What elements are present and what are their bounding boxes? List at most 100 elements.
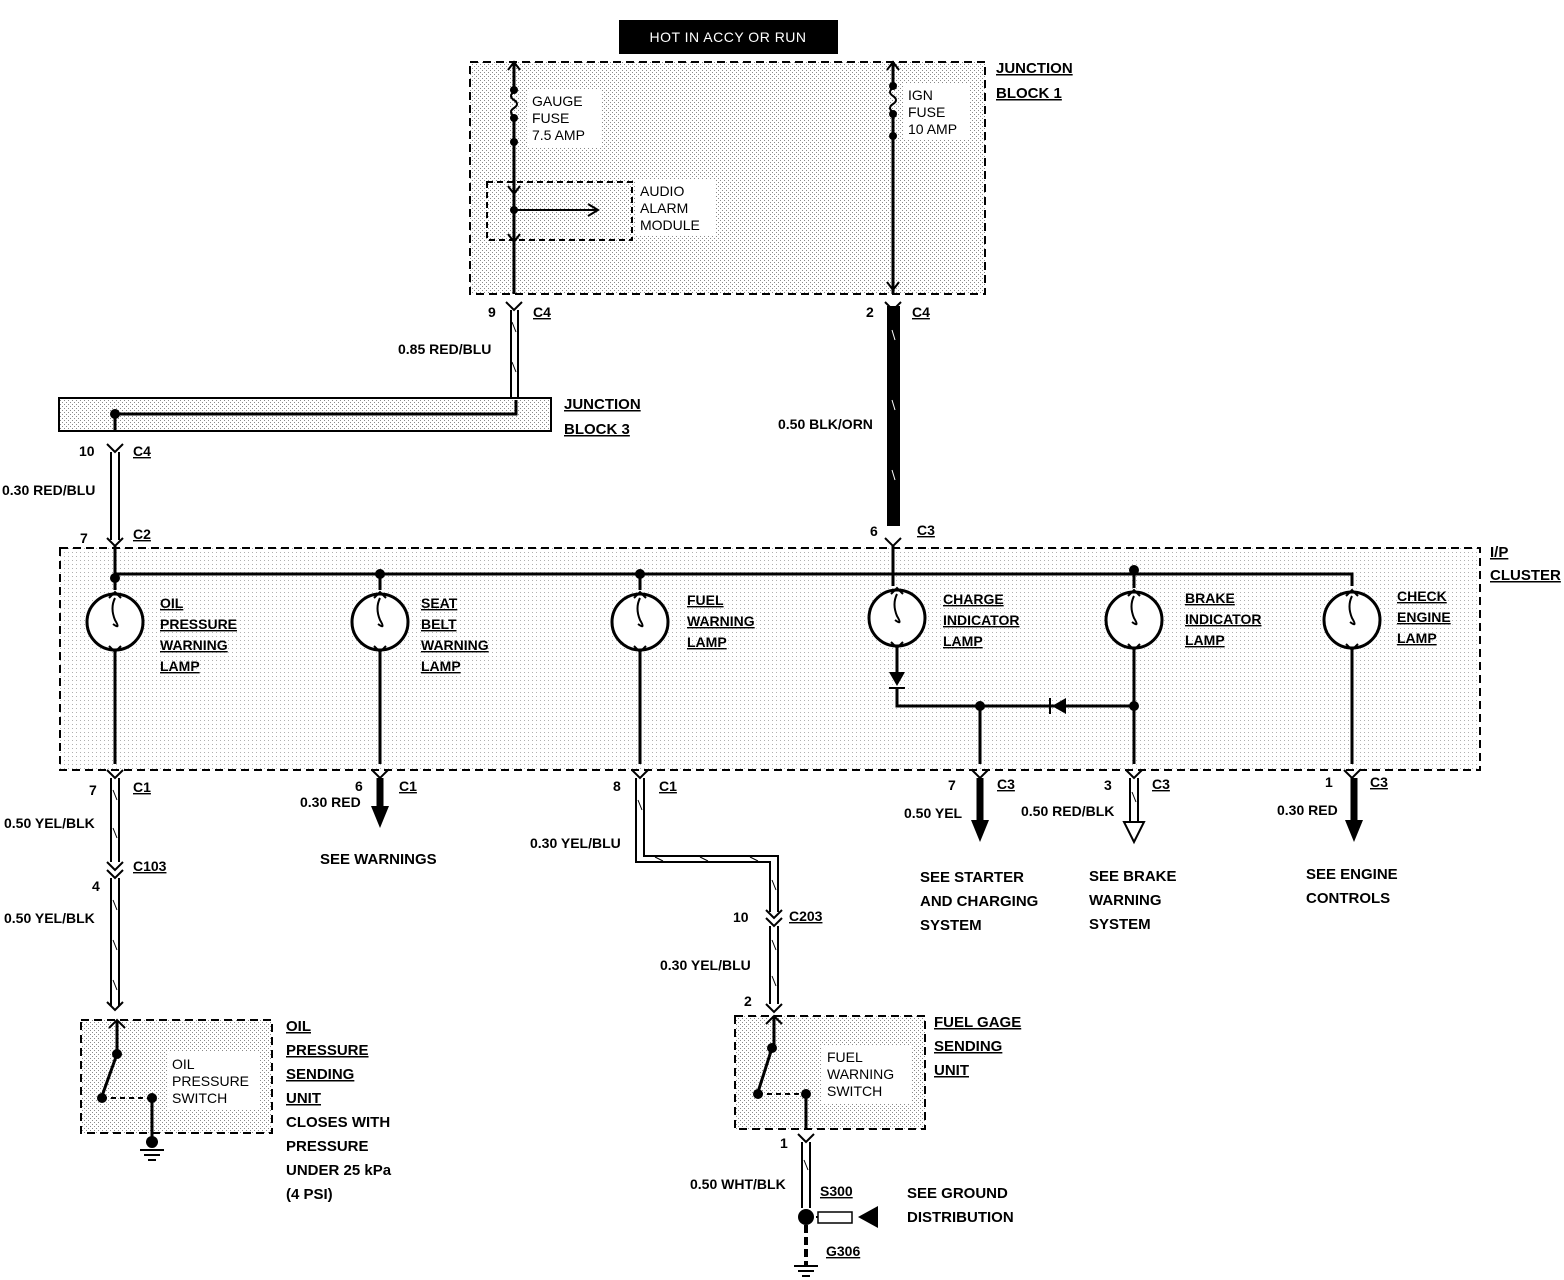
svg-text:2: 2 [866, 304, 874, 320]
svg-text:0.30 YEL/BLU: 0.30 YEL/BLU [660, 957, 751, 973]
svg-text:G306: G306 [826, 1243, 860, 1259]
audio-alarm-module-box [486, 181, 633, 241]
svg-text:0.85 RED/BLU: 0.85 RED/BLU [398, 341, 491, 357]
bulb-filament-icon [376, 597, 384, 628]
svg-text:0.50 YEL/BLK: 0.50 YEL/BLK [4, 910, 95, 926]
svg-text:8: 8 [613, 778, 621, 794]
svg-text:4: 4 [92, 878, 100, 894]
svg-text:6: 6 [870, 523, 878, 539]
arrow-down-icon [371, 806, 389, 828]
svg-text:0.50 BLK/ORN: 0.50 BLK/ORN [778, 416, 873, 432]
c3-feed-connector: 6 C3 [870, 522, 935, 548]
svg-text:0.30 RED: 0.30 RED [300, 794, 361, 810]
fuel-circuit: 0.30 YEL/BLU 10 C203 0.30 YEL/BLU 2 [530, 778, 823, 1014]
svg-text:C3: C3 [1152, 776, 1170, 792]
seat-belt-output: 0.30 RED SEE WARNINGS [300, 778, 437, 868]
diode-icon [1052, 698, 1066, 714]
bulb-filament-icon [893, 593, 901, 624]
svg-text:C203: C203 [789, 908, 823, 924]
svg-text:0.50 RED/BLK: 0.50 RED/BLK [1021, 803, 1114, 819]
svg-text:3: 3 [1104, 777, 1112, 793]
ground-icon [140, 1149, 164, 1161]
svg-text:S300: S300 [820, 1183, 853, 1199]
svg-text:0.30 YEL/BLU: 0.30 YEL/BLU [530, 835, 621, 851]
oil-pressure-circuit: 0.50 YEL/BLK 4 C103 0.50 YEL/BLK [4, 778, 167, 1012]
ground-icon [794, 1265, 818, 1277]
svg-text:0.50 YEL: 0.50 YEL [904, 805, 963, 821]
svg-text:1: 1 [780, 1135, 788, 1151]
svg-text:0.30 RED: 0.30 RED [1277, 802, 1338, 818]
jb1-connectors: 9 C4 2 C4 [488, 301, 930, 320]
svg-text:C4: C4 [912, 304, 930, 320]
svg-text:C103: C103 [133, 858, 167, 874]
svg-text:0.30 RED/BLU: 0.30 RED/BLU [2, 482, 95, 498]
svg-text:C3: C3 [1370, 774, 1388, 790]
svg-text:C3: C3 [997, 776, 1015, 792]
splice-icon [798, 1209, 814, 1225]
arrow-left-icon [858, 1206, 878, 1228]
arrow-down-icon [1345, 820, 1363, 842]
cluster-output-connectors: 7 C1 6 C1 8 C1 7 C3 3 C3 1 C3 [89, 769, 1388, 798]
svg-text:6: 6 [355, 778, 363, 794]
bulb-filament-icon [636, 597, 644, 628]
svg-text:C2: C2 [133, 526, 151, 542]
svg-text:10: 10 [733, 909, 749, 925]
svg-text:C1: C1 [659, 778, 677, 794]
bulb-filament-icon [111, 597, 119, 628]
fuel-switch-icon [756, 1047, 774, 1093]
svg-text:2: 2 [744, 993, 752, 1009]
svg-text:C4: C4 [533, 304, 551, 320]
svg-text:1: 1 [1325, 774, 1333, 790]
bulb-filament-icon [1130, 595, 1138, 626]
arrow-down-icon [1122, 821, 1146, 845]
see-warnings: SEE WARNINGS [320, 851, 437, 868]
svg-text:C3: C3 [917, 522, 935, 538]
svg-text:10: 10 [79, 443, 95, 459]
svg-text:C1: C1 [399, 778, 417, 794]
svg-text:C4: C4 [133, 443, 151, 459]
gauge-fuse-icon [510, 91, 518, 117]
ign-fuse-icon [889, 87, 897, 113]
wire-030-red-blu: 0.30 RED/BLU 7 C2 [2, 452, 151, 548]
svg-text:0.50 YEL/BLK: 0.50 YEL/BLK [4, 815, 95, 831]
wire-085-red-blu: 0.85 RED/BLU [398, 310, 519, 402]
svg-text:0.50 WHT/BLK: 0.50 WHT/BLK [690, 1176, 786, 1192]
svg-text:C1: C1 [133, 779, 151, 795]
diode-icon [889, 672, 905, 686]
svg-text:7: 7 [948, 777, 956, 793]
svg-text:9: 9 [488, 304, 496, 320]
svg-text:7: 7 [80, 530, 88, 546]
power-header: HOT IN ACCY OR RUN [619, 20, 838, 54]
power-label: HOT IN ACCY OR RUN [649, 29, 806, 45]
wire-050-blk-orn: 0.50 BLK/ORN [778, 306, 900, 526]
